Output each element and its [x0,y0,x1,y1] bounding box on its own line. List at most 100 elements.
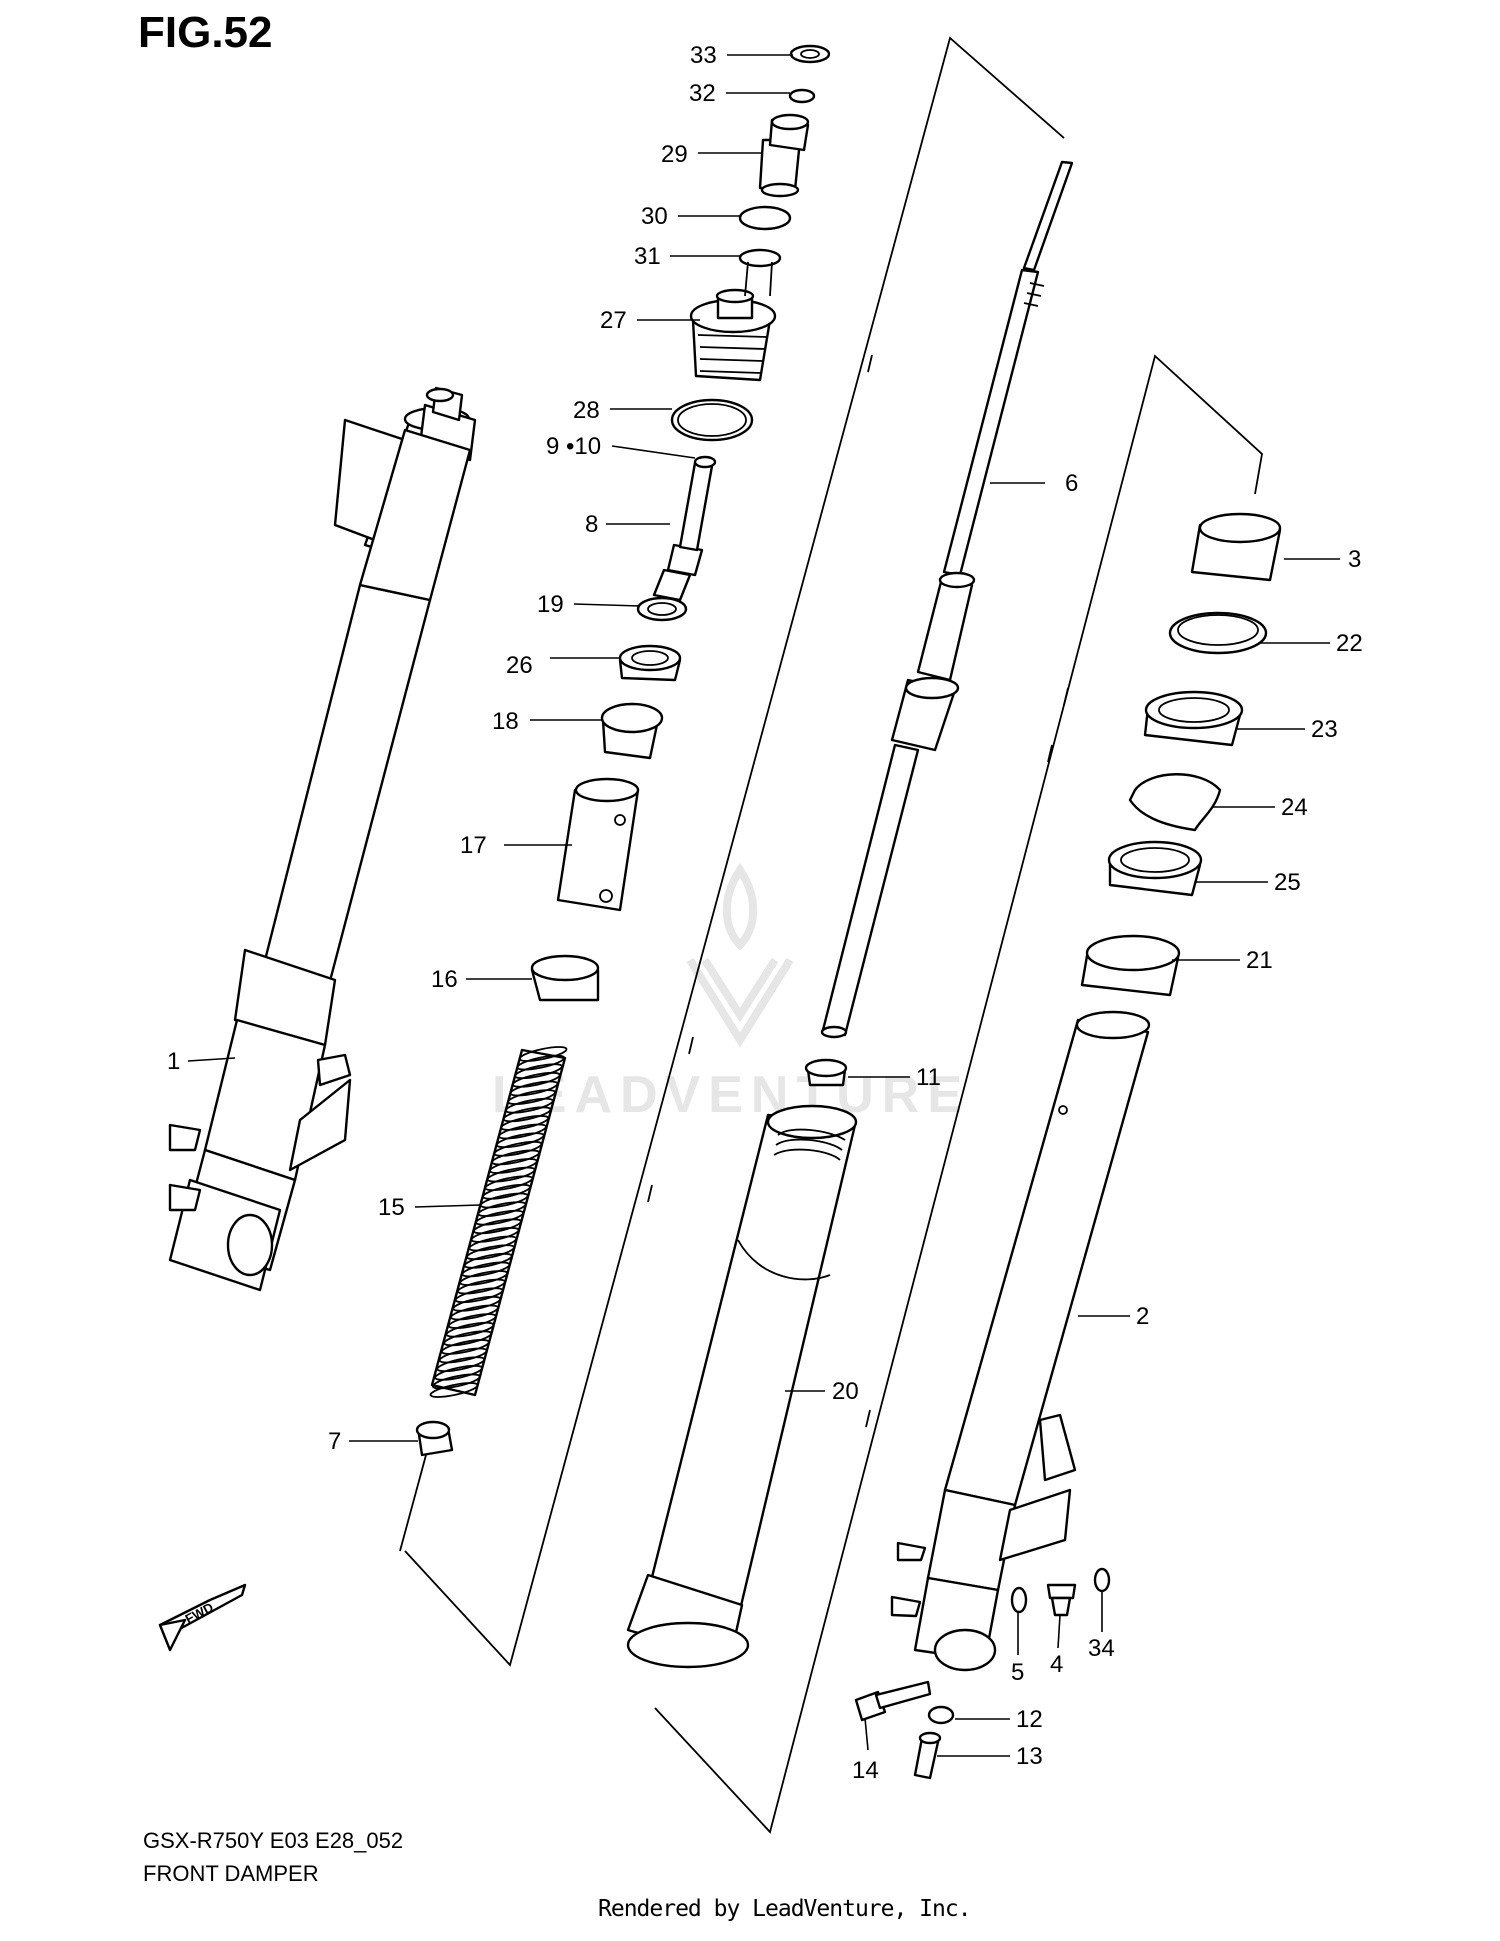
part-13-bolt [913,1731,942,1780]
spring-coil [511,1071,561,1088]
spring-coil [516,1054,566,1071]
spring-coil [475,1209,524,1226]
callout-28: 28 [573,397,600,424]
spring-axis-line [399,1454,427,1552]
part-26-bush [618,644,682,682]
spring-coil [468,1235,518,1252]
spring-coil [463,1252,513,1269]
forward-direction-badge: FWD [158,1583,247,1652]
spring-coil [514,1063,563,1080]
part-20-inner-tube [626,1104,858,1669]
spring-coil [461,1261,511,1278]
spring-coil [488,1158,538,1174]
callout-29: 29 [661,141,688,168]
axis-dash-lower [865,687,1069,1428]
part-15-fork-spring [429,1046,568,1398]
callout-4: 4 [1050,1651,1063,1678]
leader-lines [187,54,1340,1757]
spring-coil [452,1295,502,1312]
callout-numbers: 33 32 29 30 31 27 28 9 •10 8 19 26 18 17… [167,42,1363,1784]
callout-30: 30 [641,203,668,230]
spring-coil [507,1089,556,1105]
spring-coil [470,1227,520,1243]
part-17-sleeve [556,777,640,912]
callout-16: 16 [431,966,458,993]
spring-coil [445,1321,495,1338]
part-4-air-valve [1046,1583,1077,1617]
part-27-cap-bolt [689,288,777,382]
callout-13: 13 [1016,1743,1043,1770]
part-28-o-ring [670,398,754,442]
spring-coil [509,1080,559,1097]
spring-coil [459,1270,509,1286]
axis-dash-upper [647,354,873,1203]
fwd-label: FWD [183,1599,216,1626]
spring-coil [500,1115,550,1131]
part-8-rod-guide [652,455,717,602]
callout-22: 22 [1336,630,1363,657]
outer-group-outline [654,354,1263,1834]
callout-12: 12 [1016,1706,1043,1733]
callout-23: 23 [1311,716,1338,743]
callout-24: 24 [1281,794,1308,821]
part-32-washer [788,88,816,104]
model-code: GSX-R750Y E03 E28_052 [143,1828,404,1853]
exploded-view-outlines [399,36,1263,1834]
callout-34: 34 [1088,1635,1115,1662]
callout-15: 15 [378,1194,405,1221]
spring-coil [498,1123,547,1140]
spring-coil [482,1183,531,1200]
spring-coil [441,1339,490,1355]
part-1-left-fork-assembly [168,386,477,1292]
spring-coil [438,1347,488,1364]
callout-26: 26 [506,652,533,679]
part-11-oil-lock-piece [804,1058,848,1087]
callout-9-10: 9 •10 [546,433,601,460]
callout-19: 19 [537,591,564,618]
part-2-right-fork-assembly [890,1010,1151,1672]
callout-21: 21 [1246,947,1273,974]
figure-title: FIG.52 [138,8,273,57]
spring-coil [447,1313,497,1329]
spring-coil [473,1218,522,1235]
part-33-washer [789,44,831,64]
watermark: LEADVENTURE [492,862,962,1124]
part-3-bushing [1190,512,1282,582]
callout-32: 32 [689,80,716,107]
callout-33: 33 [690,42,717,69]
callout-2: 2 [1136,1303,1149,1330]
callout-31: 31 [634,243,661,270]
callout-6: 6 [1065,470,1078,497]
part-21-bushing [1080,934,1181,997]
spring-coil [493,1140,543,1157]
part-7-nut [415,1420,454,1457]
part-14-bolt [854,1680,932,1722]
spring-coil [518,1046,568,1062]
spring-coil [431,1373,481,1390]
part-12-washer [927,1705,955,1725]
part-6-damper-rod [820,160,1074,1039]
spring-coil [454,1287,504,1304]
part-23-oil-seal [1143,690,1244,747]
callout-20: 20 [832,1378,859,1405]
spring-coil [479,1192,529,1209]
callout-11: 11 [916,1064,941,1091]
spring-coil [457,1278,506,1295]
callout-18: 18 [492,708,519,735]
spring-coil [491,1149,540,1166]
spring-coil [495,1132,545,1149]
callout-14: 14 [852,1757,879,1784]
inner-group-outline [404,36,1065,1667]
watermark-logo-icon [686,862,794,1048]
part-5-gasket [1010,1586,1028,1614]
callout-27: 27 [600,307,627,334]
spring-coil [436,1356,486,1373]
spring-coil [484,1175,534,1192]
assembly-name: FRONT DAMPER [143,1861,319,1886]
part-19-washer [636,596,688,622]
spring-coil [477,1201,527,1217]
part-29-adjuster [758,113,810,198]
callout-3: 3 [1348,546,1361,573]
callout-1: 1 [167,1048,180,1075]
